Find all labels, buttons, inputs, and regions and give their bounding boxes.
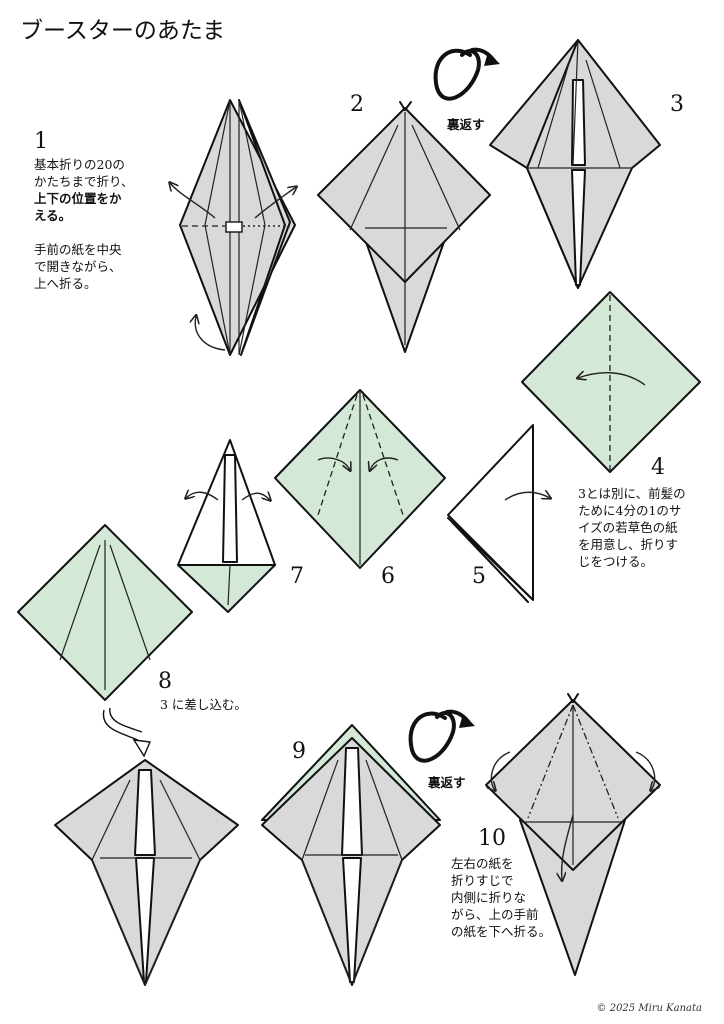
fold-arrow-icon xyxy=(504,492,550,501)
step-10-diagram xyxy=(485,693,661,976)
step-10-instructions: 左右の紙を 折りすじで 内側に折りな がら、上の手前 の紙を下へ折る。 xyxy=(451,855,551,940)
flip-label: 裏返す xyxy=(447,117,485,132)
flip-over-arrow-icon xyxy=(433,47,500,101)
instruction-line: で開きながら、 xyxy=(34,259,122,274)
insert-arrow-icon xyxy=(132,739,152,758)
instruction-line: ために4分の1のサ xyxy=(578,503,682,518)
instruction-line-bold: 上下の位置をか xyxy=(34,191,122,206)
instruction-line: がら、上の手前 xyxy=(451,907,539,922)
step-1-instructions: 基本折りの20の かたちまで折り、 上下の位置をか える。 手前の紙を中央 で開… xyxy=(34,156,134,292)
fold-arrow-icon xyxy=(170,183,216,219)
fold-arrow-icon xyxy=(195,316,226,351)
step-8-result-diagram xyxy=(54,759,239,986)
step-5-diagram xyxy=(447,424,550,603)
instruction-line: 手前の紙を中央 xyxy=(34,242,122,257)
flip-label: 裏返す xyxy=(428,775,466,790)
fold-arrow-icon xyxy=(186,492,219,501)
instruction-line: 折りすじで xyxy=(451,873,514,888)
step-number-5: 5 xyxy=(472,564,486,589)
step-3-diagram xyxy=(489,39,661,289)
step-8-diagram xyxy=(17,524,193,758)
step-6-diagram xyxy=(274,389,446,569)
step-4-instructions: 3とは別に、前髪の ために4分の1のサ イズの若草色の紙 を用意し、折りす じを… xyxy=(578,485,686,570)
copyright-notice: © 2025 Miru Kanata xyxy=(596,1003,702,1014)
page-title: ブースターのあたま xyxy=(20,18,226,44)
fold-arrow-icon xyxy=(562,814,574,880)
step-number-1: 1 xyxy=(34,129,48,154)
step-number-3: 3 xyxy=(670,92,684,117)
instruction-line: じをつける。 xyxy=(578,554,654,569)
fold-arrow-icon xyxy=(491,751,511,790)
step-number-10: 10 xyxy=(478,826,506,851)
instruction-line: 左右の紙を xyxy=(451,856,514,871)
instruction-line: 上へ折る。 xyxy=(34,276,97,291)
step-8-instructions: 3 に差し込む。 xyxy=(160,696,247,713)
fold-arrow-icon xyxy=(317,457,350,470)
instruction-line: 3とは別に、前髪の xyxy=(578,486,686,501)
step-9-diagram xyxy=(261,724,441,986)
step-number-4: 4 xyxy=(651,455,665,480)
step-2-diagram xyxy=(317,101,491,353)
flip-over-arrow-icon xyxy=(408,709,475,763)
step-4-diagram xyxy=(521,291,701,473)
fold-arrow-icon xyxy=(578,373,646,386)
instruction-line-bold: える。 xyxy=(34,208,72,223)
step-1-diagram xyxy=(170,99,296,356)
fold-arrow-icon xyxy=(370,457,399,470)
fold-arrow-icon xyxy=(241,493,270,500)
step-number-7: 7 xyxy=(290,564,304,589)
instruction-line: を用意し、折りす xyxy=(578,537,679,552)
instruction-line: 3 に差し込む。 xyxy=(160,697,247,712)
step-7-diagram xyxy=(177,439,276,613)
instruction-line: の紙を下へ折る。 xyxy=(451,924,552,939)
instruction-line: 内側に折りな xyxy=(451,890,527,905)
fold-arrow-icon xyxy=(254,187,296,219)
step-number-8: 8 xyxy=(158,669,172,694)
step-number-6: 6 xyxy=(381,564,395,589)
instruction-line: かたちまで折り、 xyxy=(34,174,134,189)
fold-arrow-icon xyxy=(635,751,655,790)
instruction-line: 基本折りの20の xyxy=(34,157,125,172)
step-number-2: 2 xyxy=(350,92,364,117)
instruction-line: イズの若草色の紙 xyxy=(578,520,678,535)
step-number-9: 9 xyxy=(292,739,306,764)
